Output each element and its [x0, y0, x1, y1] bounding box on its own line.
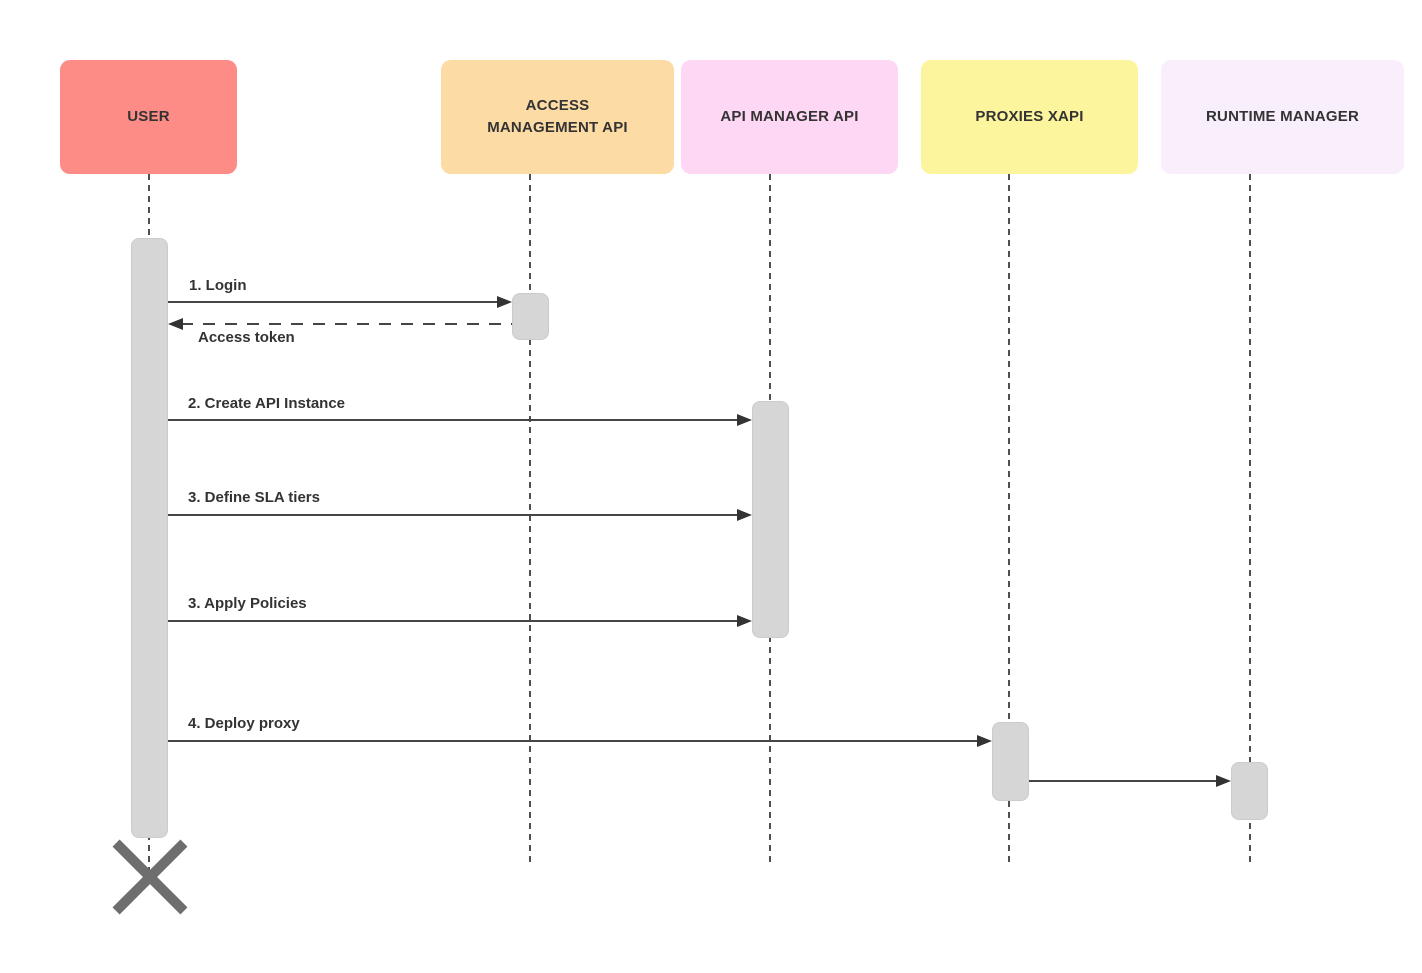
actor-user-label: USER [127, 107, 170, 125]
message-label-access-token: Access token [198, 329, 295, 346]
arrowhead-right-icon [737, 414, 752, 426]
actor-api-manager-api-label: API MANAGER API [720, 107, 859, 125]
message-line-proxies-to-runtime [1029, 780, 1217, 782]
actor-api-manager-api: API MANAGER API [681, 60, 898, 174]
message-label-define-sla-tiers: 3. Define SLA tiers [188, 489, 320, 506]
arrowhead-right-icon [737, 509, 752, 521]
lifeline-runtime-manager [1249, 174, 1251, 862]
message-label-apply-policies: 3. Apply Policies [188, 595, 307, 612]
message-line-login [168, 301, 498, 303]
arrowhead-right-icon [737, 615, 752, 627]
message-label-login: 1. Login [189, 277, 247, 294]
activation-user [131, 238, 168, 838]
actor-access-management-api-label: ACCESS MANAGEMENT API [487, 96, 628, 137]
activation-proxies-xapi [992, 722, 1029, 801]
actor-runtime-manager-label: RUNTIME MANAGER [1206, 107, 1359, 125]
message-line-deploy-proxy [168, 740, 978, 742]
lifeline-access-management-api [529, 174, 531, 862]
message-line-apply-policies [168, 620, 738, 622]
message-line-create-api-instance [168, 419, 738, 421]
arrowhead-right-icon [1216, 775, 1231, 787]
actor-proxies-xapi-label: PROXIES XAPI [975, 107, 1084, 125]
arrowhead-right-icon [497, 296, 512, 308]
actor-runtime-manager: RUNTIME MANAGER [1161, 60, 1404, 174]
activation-api-manager-api [752, 401, 789, 638]
message-label-deploy-proxy: 4. Deploy proxy [188, 715, 300, 732]
actor-user: USER [60, 60, 237, 174]
message-line-define-sla-tiers [168, 514, 738, 516]
activation-runtime-manager [1231, 762, 1268, 820]
arrowhead-left-icon [168, 318, 183, 330]
lifeline-proxies-xapi [1008, 174, 1010, 862]
actor-proxies-xapi: PROXIES XAPI [921, 60, 1138, 174]
message-label-create-api-instance: 2. Create API Instance [188, 395, 346, 412]
actor-access-management-api: ACCESS MANAGEMENT API [441, 60, 674, 174]
arrowhead-right-icon [977, 735, 992, 747]
message-line-access-token [181, 323, 512, 325]
activation-access-management-api [512, 293, 549, 340]
